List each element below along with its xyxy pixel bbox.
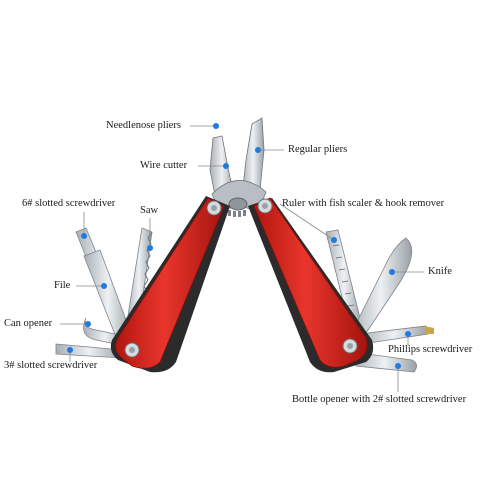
marker-ruler — [331, 237, 337, 243]
marker-slotted-6 — [81, 233, 87, 239]
label-bottle-opener: Bottle opener with 2# slotted screwdrive… — [292, 394, 467, 405]
left-handle — [110, 196, 230, 373]
label-can-opener: Can opener — [4, 318, 53, 329]
left-tools — [55, 227, 153, 359]
pliers-jaws — [209, 117, 267, 217]
leader-lines — [60, 125, 424, 392]
label-regular-pliers: Regular pliers — [288, 144, 348, 155]
marker-knife — [389, 269, 395, 275]
label-needlenose-pliers: Needlenose pliers — [106, 120, 181, 131]
marker-saw — [147, 245, 153, 251]
label-file: File — [54, 280, 71, 291]
label-saw: Saw — [140, 205, 159, 216]
label-slotted-3: 3# slotted screwdriver — [4, 360, 98, 371]
marker-file — [101, 283, 107, 289]
marker-regular-pliers — [255, 147, 261, 153]
pivot-gear — [228, 210, 246, 217]
label-markers — [67, 123, 411, 369]
pivot-rivet — [228, 197, 248, 211]
label-phillips: Phillips screwdriver — [388, 344, 473, 355]
label-wire-cutter: Wire cutter — [140, 160, 188, 171]
marker-needlenose — [213, 123, 219, 129]
label-knife: Knife — [428, 266, 452, 277]
phillips-tip — [424, 326, 434, 334]
right-handle — [248, 197, 374, 373]
ruler-ticks — [332, 244, 355, 307]
marker-can-opener — [85, 321, 91, 327]
marker-slotted-3 — [67, 347, 73, 353]
label-slotted-6: 6# slotted screwdriver — [22, 198, 116, 209]
marker-bottle-opener — [395, 363, 401, 369]
label-ruler: Ruler with fish scaler & hook remover — [282, 198, 445, 209]
marker-phillips — [405, 331, 411, 337]
marker-wire-cutter — [223, 163, 229, 169]
